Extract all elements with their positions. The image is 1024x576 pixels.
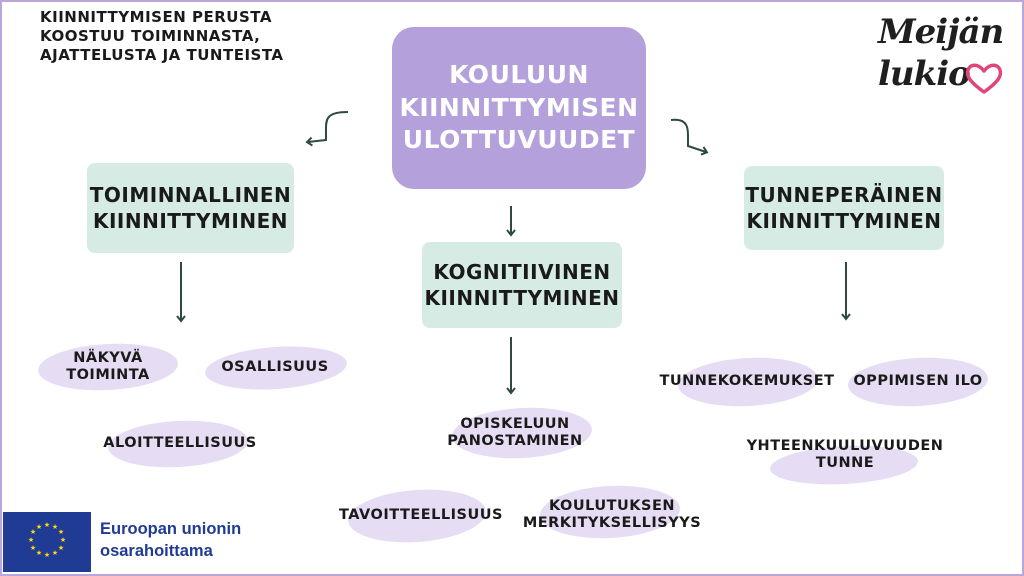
meijan-lukio-logo: Meijän lukio — [872, 12, 1007, 104]
item-line: Tunnekokemukset — [659, 372, 835, 389]
center-node: Kouluun kiinnittymisen ulottuvuudet — [392, 27, 646, 189]
item-line: Tavoitteellisuus — [339, 506, 503, 523]
item-tavoitteellisuus: Tavoitteellisuus — [336, 500, 506, 530]
item-koulutuksen-merkityksellisyys: Koulutuksen merkityksellisyys — [512, 492, 712, 538]
svg-text:★: ★ — [36, 523, 42, 531]
svg-text:★: ★ — [28, 536, 34, 544]
heart-icon — [965, 63, 1003, 94]
eu-line: Euroopan unionin — [100, 520, 242, 538]
item-line: merkityksellisyys — [522, 515, 702, 531]
item-line: Opiskeluun — [460, 416, 570, 433]
svg-text:★: ★ — [58, 544, 64, 552]
item-line: Oppimisen ilo — [853, 372, 983, 389]
branch-tunneperainen: Tunneperäinen kiinnittyminen — [744, 166, 944, 250]
eu-line: osarahoittama — [100, 542, 213, 561]
arrow-to-toiminnallinen — [305, 111, 349, 147]
svg-text:★: ★ — [52, 523, 58, 531]
center-line: Kouluun — [449, 60, 589, 90]
item-line: panostaminen — [447, 433, 583, 449]
center-line: ulottuvuudet — [402, 125, 636, 155]
branch-line: Toiminnallinen — [89, 183, 292, 207]
svg-text:★: ★ — [44, 551, 50, 559]
branch-line: Tunneperäinen — [745, 183, 943, 207]
center-line: kiinnittymisen — [399, 92, 639, 122]
arrow-to-tunneperainen — [670, 118, 709, 156]
svg-text:★: ★ — [58, 528, 64, 536]
intro-line: Kiinnittymisen perusta — [40, 8, 272, 26]
eu-funding-badge: ★ ★ ★ ★ ★ ★ ★ ★ ★ ★ ★ ★ Euroopan unionin… — [3, 512, 303, 574]
svg-text:★: ★ — [52, 549, 58, 557]
item-line: Yhteenkuuluvuuden — [746, 438, 944, 455]
item-aloitteellisuus: Aloitteellisuus — [100, 428, 260, 458]
item-opiskeluun-panostaminen: Opiskeluun panostaminen — [435, 411, 595, 455]
branch-line: kiinnittyminen — [424, 286, 620, 310]
branch-toiminnallinen: Toiminnallinen kiinnittyminen — [87, 163, 294, 253]
item-line: Aloitteellisuus — [103, 434, 257, 451]
intro-text: Kiinnittymisen perusta koostuu toiminnas… — [40, 8, 310, 64]
logo-line: lukio — [878, 54, 971, 94]
item-osallisuus: Osallisuus — [210, 352, 340, 382]
item-oppimisen-ilo: Oppimisen ilo — [843, 366, 993, 396]
branch-line: kiinnittyminen — [92, 209, 288, 233]
svg-text:★: ★ — [60, 536, 66, 544]
svg-text:★: ★ — [30, 528, 36, 536]
item-line: toiminta — [66, 367, 150, 383]
svg-text:★: ★ — [36, 549, 42, 557]
svg-text:★: ★ — [44, 521, 50, 529]
eu-flag-icon: ★ ★ ★ ★ ★ ★ ★ ★ ★ ★ ★ ★ — [3, 512, 91, 572]
item-line: Osallisuus — [221, 358, 329, 375]
item-yhteenkuuluvuuden-tunne: Yhteenkuuluvuuden tunne — [740, 433, 950, 477]
branch-kognitiivinen: Kognitiivinen kiinnittyminen — [422, 242, 622, 328]
item-line: Näkyvä — [73, 350, 143, 367]
item-tunnekokemukset: Tunnekokemukset — [652, 366, 842, 396]
item-nakyva-toiminta: Näkyvä toiminta — [52, 345, 164, 389]
item-line: Koulutuksen — [548, 498, 676, 515]
branch-line: kiinnittyminen — [746, 209, 942, 233]
intro-line: koostuu toiminnasta, — [40, 26, 261, 45]
branch-line: Kognitiivinen — [433, 260, 611, 284]
logo-line: Meijän — [878, 12, 1004, 52]
item-line: tunne — [815, 455, 875, 471]
intro-line: ajattelusta ja tunteista — [40, 45, 284, 64]
svg-text:★: ★ — [30, 544, 36, 552]
